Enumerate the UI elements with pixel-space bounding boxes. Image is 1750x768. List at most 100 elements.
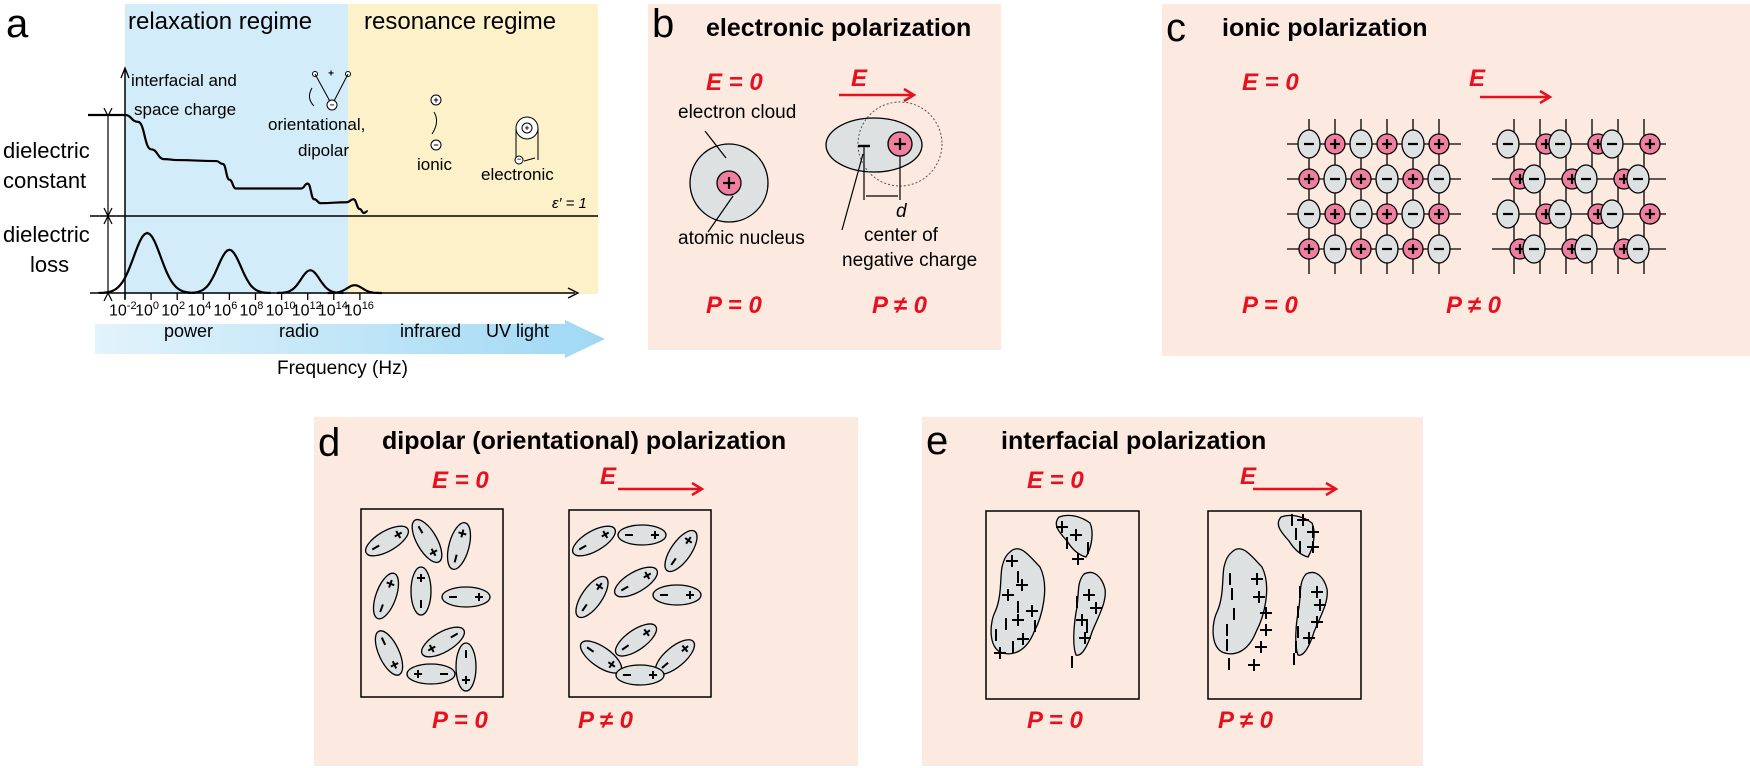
- aligned-dipole: [575, 575, 609, 619]
- polarization-label-left: P = 0: [706, 292, 762, 319]
- label-ionic: ionic: [417, 155, 452, 174]
- distorted-cloud: [825, 117, 923, 173]
- x-tick-label: 104: [187, 301, 227, 319]
- aligned-dipole: [615, 664, 665, 686]
- loss-peak-1: [186, 248, 271, 294]
- y-label-constant-2: constant: [3, 168, 87, 193]
- dielectric-spectrum-chart: −++−+−: [87, 66, 598, 302]
- dipole-body: [364, 525, 410, 557]
- x-tick-label: 1014: [318, 301, 358, 319]
- electron-minus: −: [517, 157, 521, 164]
- field-label-left: E = 0: [1027, 467, 1084, 494]
- dipole-body: [571, 525, 617, 557]
- dipole-plus-v: [595, 583, 604, 590]
- tick-exponent: 6: [231, 300, 238, 312]
- field-label-left: E = 0: [1242, 69, 1299, 96]
- dipole-plus-v: [643, 628, 650, 637]
- tick-base: 10: [109, 302, 127, 320]
- band-radio: radio: [279, 321, 320, 341]
- polarization-label-right: P ≠ 0: [1218, 707, 1273, 734]
- ion-minus: −: [433, 140, 438, 150]
- band-uv-light: UV light: [486, 321, 550, 341]
- y-label-constant-1: dielectric: [3, 138, 90, 163]
- tick-base: 10: [265, 302, 284, 320]
- ionic-lattice-diagram: [1287, 89, 1666, 274]
- electron-cloud-label: electron cloud: [678, 102, 797, 123]
- interfacial-diagram: [985, 481, 1362, 700]
- sample-box-right: [568, 509, 712, 698]
- tick-exponent: 10: [283, 300, 296, 312]
- dipole-body: [441, 586, 491, 608]
- dipole-body: [374, 630, 404, 676]
- panel-c: c ionic polarization E = 0 E P = 0 P ≠ 0: [1162, 4, 1750, 356]
- polarization-label-left: P = 0: [1027, 707, 1083, 734]
- panel-e-label: e: [926, 419, 949, 463]
- random-dipole: [446, 522, 472, 570]
- field-arrowhead: [903, 87, 917, 103]
- tick-exponent: 4: [205, 300, 212, 312]
- panel-e-title: interfacial polarization: [1001, 427, 1267, 455]
- center-pointer: [841, 153, 864, 231]
- dipole-body: [652, 584, 702, 606]
- dipole-minus: [450, 632, 459, 639]
- tick-base: 10: [317, 302, 336, 320]
- field-label-right: E: [851, 65, 868, 92]
- dipole-minus: [661, 662, 669, 669]
- tick-base: 10: [239, 302, 258, 320]
- tick-exponent: 0: [152, 300, 160, 312]
- grain: [1055, 514, 1093, 558]
- tick-exponent: 16: [361, 300, 374, 312]
- dipole-plus-v: [602, 530, 609, 539]
- spectrum-arrow: [95, 320, 605, 358]
- panel-d-title: dipolar (orientational) polarization: [382, 427, 787, 455]
- random-dipole: [441, 586, 491, 608]
- dipole-body: [615, 664, 665, 686]
- aligned-dipole: [571, 525, 617, 557]
- random-dipole: [411, 518, 443, 564]
- x-tick-label: 100: [135, 301, 175, 319]
- label-interfacial-1: interfacial and: [131, 71, 237, 90]
- x-axis-arrowhead: [567, 287, 580, 299]
- aligned-dipole: [664, 529, 698, 573]
- dipole-plus-sign: +: [328, 69, 334, 80]
- relaxation-regime-label: relaxation regime: [128, 8, 313, 35]
- aligned-dipole: [614, 623, 658, 657]
- y-label-loss-2: loss: [30, 252, 70, 277]
- resonance-regime-bg: [348, 4, 598, 294]
- tick-base: 10: [343, 302, 362, 320]
- dipole-minus: [380, 637, 387, 646]
- distance-label: d: [896, 201, 907, 222]
- field-arrowhead: [1325, 481, 1339, 497]
- tick-exponent: 12: [309, 300, 322, 312]
- dipole-minus: [620, 585, 629, 592]
- dipole-minus: [379, 604, 384, 613]
- center-label-1: center of: [864, 225, 938, 246]
- random-dipole: [364, 525, 410, 557]
- x-tick-label: 10-2: [109, 301, 149, 319]
- tick-base: 10: [213, 302, 232, 320]
- dipole-plus-v: [390, 662, 399, 668]
- field-label-right: E: [1240, 463, 1257, 490]
- dipole-minus: [586, 646, 595, 653]
- panel-b: b electronic polarization E = 0 E electr…: [648, 4, 1001, 350]
- dipole-plus-v: [458, 531, 467, 536]
- sample-box-left: [360, 508, 504, 698]
- dipole-body: [446, 522, 472, 570]
- electronic-diagram: [689, 87, 943, 233]
- random-dipole: [406, 663, 456, 685]
- dipole-plus-v: [386, 581, 395, 587]
- label-epsilon: ε′ = 1: [552, 195, 587, 212]
- random-dipole: [420, 626, 466, 658]
- dipole-body: [614, 623, 658, 657]
- polarization-label-right: P ≠ 0: [872, 292, 927, 319]
- dipole-minus: [581, 603, 588, 612]
- dipole-body: [410, 566, 432, 616]
- aligned-dipole: [613, 566, 659, 598]
- aligned-dipole: [652, 584, 702, 606]
- range-arrowhead: [103, 291, 113, 302]
- electron-arrow: [523, 157, 536, 162]
- loss-peak-3: [327, 284, 382, 295]
- polarization-label-right: P ≠ 0: [1446, 292, 1501, 319]
- aligned-dipole: [617, 524, 667, 546]
- dipole-body: [372, 572, 400, 620]
